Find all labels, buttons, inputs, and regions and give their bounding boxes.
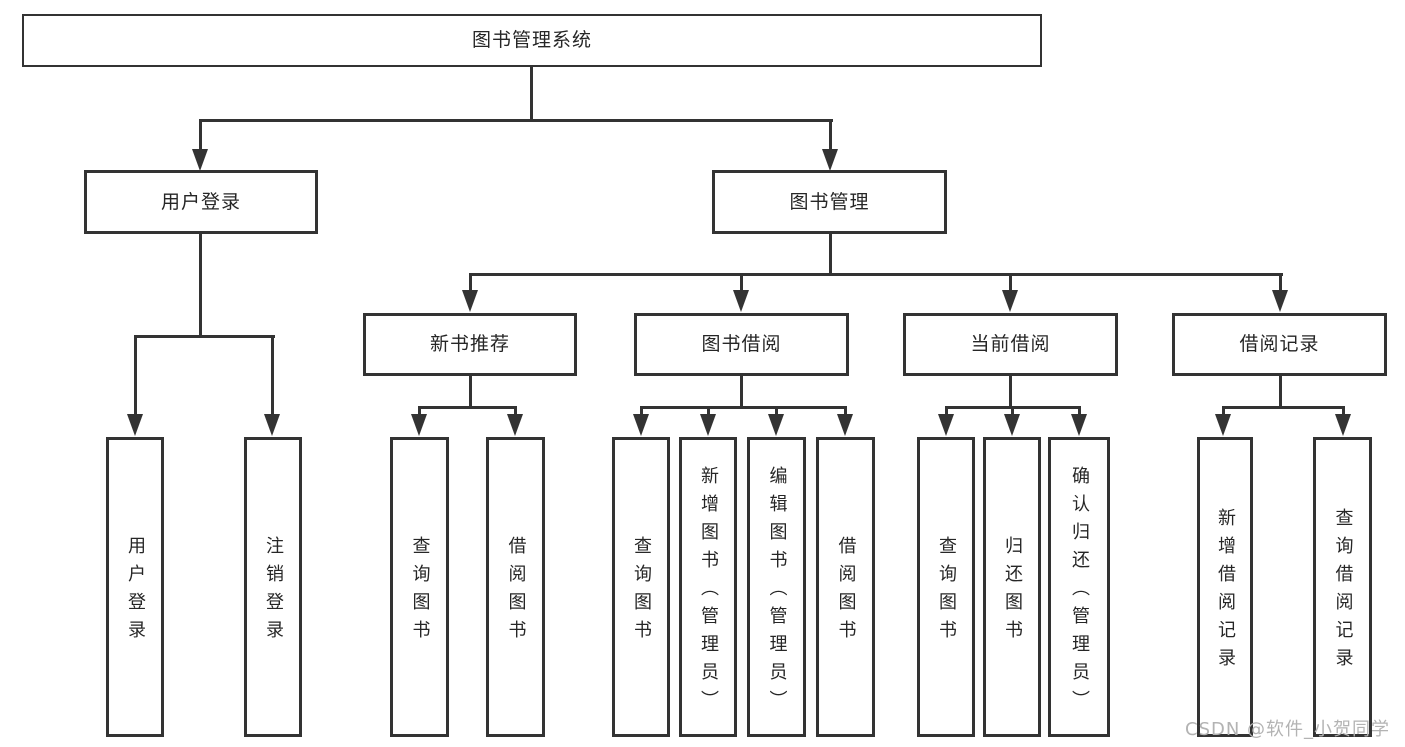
leaf-bb-add-books-admin: 新增图书（管理员） <box>679 437 737 737</box>
leaf-cb-return-books: 归还图书 <box>983 437 1041 737</box>
node-current-borrowing-label: 当前借阅 <box>970 333 1051 356</box>
leaf-logout-label: 注销登录 <box>263 536 284 648</box>
arrowhead-down-icon <box>733 290 749 312</box>
leaf-br-query-borrow-record-label: 查询借阅记录 <box>1332 508 1354 676</box>
connector-line <box>829 119 832 152</box>
arrowhead-down-icon <box>700 414 716 436</box>
leaf-bb-query-books-label: 查询图书 <box>631 536 652 648</box>
node-root: 图书管理系统 <box>22 14 1042 67</box>
node-book-management-label: 图书管理 <box>789 190 870 213</box>
leaf-nbr-query-books-label: 查询图书 <box>409 536 431 648</box>
arrowhead-down-icon <box>1215 414 1231 436</box>
node-book-borrowing: 图书借阅 <box>634 313 849 376</box>
connector-line <box>134 335 275 338</box>
connector-line <box>740 376 743 409</box>
connector-line <box>199 119 833 122</box>
leaf-bb-edit-books-admin-label: 编辑图书（管理员） <box>766 466 788 718</box>
leaf-user-login: 用户登录 <box>106 437 164 737</box>
connector-line <box>418 406 421 417</box>
connector-line <box>514 406 517 417</box>
node-new-book-recommendation-label: 新书推荐 <box>429 333 510 356</box>
connector-line <box>829 234 832 276</box>
connector-line <box>640 406 643 417</box>
node-root-label: 图书管理系统 <box>471 29 592 52</box>
arrowhead-down-icon <box>822 149 838 171</box>
connector-line <box>271 335 274 417</box>
connector-line <box>469 273 1283 276</box>
connector-line <box>775 406 778 417</box>
connector-line <box>1009 273 1012 293</box>
connector-line <box>418 406 517 409</box>
csdn-watermark: CSDN @软件_小贺同学 <box>1185 719 1391 740</box>
leaf-nbr-query-books: 查询图书 <box>390 437 449 737</box>
connector-line <box>1279 376 1282 409</box>
leaf-bb-query-books: 查询图书 <box>612 437 670 737</box>
connector-line <box>707 406 710 417</box>
node-current-borrowing: 当前借阅 <box>903 313 1118 376</box>
arrowhead-down-icon <box>768 414 784 436</box>
arrowhead-down-icon <box>1272 290 1288 312</box>
arrowhead-down-icon <box>507 414 523 436</box>
node-borrowing-records-label: 借阅记录 <box>1239 333 1320 356</box>
connector-line <box>1009 376 1012 409</box>
leaf-br-add-borrow-record: 新增借阅记录 <box>1197 437 1253 737</box>
leaf-cb-confirm-return-admin: 确认归还（管理员） <box>1048 437 1110 737</box>
connector-line <box>469 273 472 293</box>
arrowhead-down-icon <box>837 414 853 436</box>
connector-line <box>1078 406 1081 417</box>
arrowhead-down-icon <box>1004 414 1020 436</box>
leaf-cb-confirm-return-admin-label: 确认归还（管理员） <box>1069 466 1090 718</box>
arrowhead-down-icon <box>192 149 208 171</box>
connector-line <box>1342 406 1345 417</box>
arrowhead-down-icon <box>411 414 427 436</box>
connector-line <box>199 119 202 152</box>
connector-line <box>530 67 533 121</box>
leaf-nbr-borrow-books: 借阅图书 <box>486 437 545 737</box>
connector-line <box>469 376 472 409</box>
node-user-login-label: 用户登录 <box>160 190 241 213</box>
node-new-book-recommendation: 新书推荐 <box>363 313 577 376</box>
arrowhead-down-icon <box>1002 290 1018 312</box>
connector-line <box>844 406 847 417</box>
arrowhead-down-icon <box>938 414 954 436</box>
node-book-management: 图书管理 <box>712 170 947 234</box>
connector-line <box>740 273 743 293</box>
connector-line <box>945 406 948 417</box>
arrowhead-down-icon <box>633 414 649 436</box>
arrowhead-down-icon <box>264 414 280 436</box>
leaf-cb-query-books-label: 查询图书 <box>936 536 957 648</box>
leaf-user-login-label: 用户登录 <box>125 536 146 648</box>
arrowhead-down-icon <box>462 290 478 312</box>
node-borrowing-records: 借阅记录 <box>1172 313 1387 376</box>
leaf-cb-return-books-label: 归还图书 <box>1002 536 1023 648</box>
connector-line <box>1279 273 1282 293</box>
connector-line <box>1011 406 1014 417</box>
leaf-cb-query-books: 查询图书 <box>917 437 975 737</box>
node-user-login: 用户登录 <box>84 170 318 234</box>
leaf-br-query-borrow-record: 查询借阅记录 <box>1313 437 1372 737</box>
connector-line <box>134 335 137 417</box>
leaf-logout: 注销登录 <box>244 437 302 737</box>
connector-line <box>1222 406 1345 409</box>
leaf-bb-borrow-books: 借阅图书 <box>816 437 875 737</box>
leaf-bb-add-books-admin-label: 新增图书（管理员） <box>698 466 719 718</box>
leaf-nbr-borrow-books-label: 借阅图书 <box>505 536 527 648</box>
connector-line <box>1222 406 1225 417</box>
leaf-bb-borrow-books-label: 借阅图书 <box>835 536 857 648</box>
connector-line <box>640 406 847 409</box>
connector-line <box>199 234 202 338</box>
leaf-br-add-borrow-record-label: 新增借阅记录 <box>1215 508 1236 676</box>
arrowhead-down-icon <box>1071 414 1087 436</box>
arrowhead-down-icon <box>1335 414 1351 436</box>
node-book-borrowing-label: 图书借阅 <box>701 333 782 356</box>
leaf-bb-edit-books-admin: 编辑图书（管理员） <box>747 437 806 737</box>
arrowhead-down-icon <box>127 414 143 436</box>
